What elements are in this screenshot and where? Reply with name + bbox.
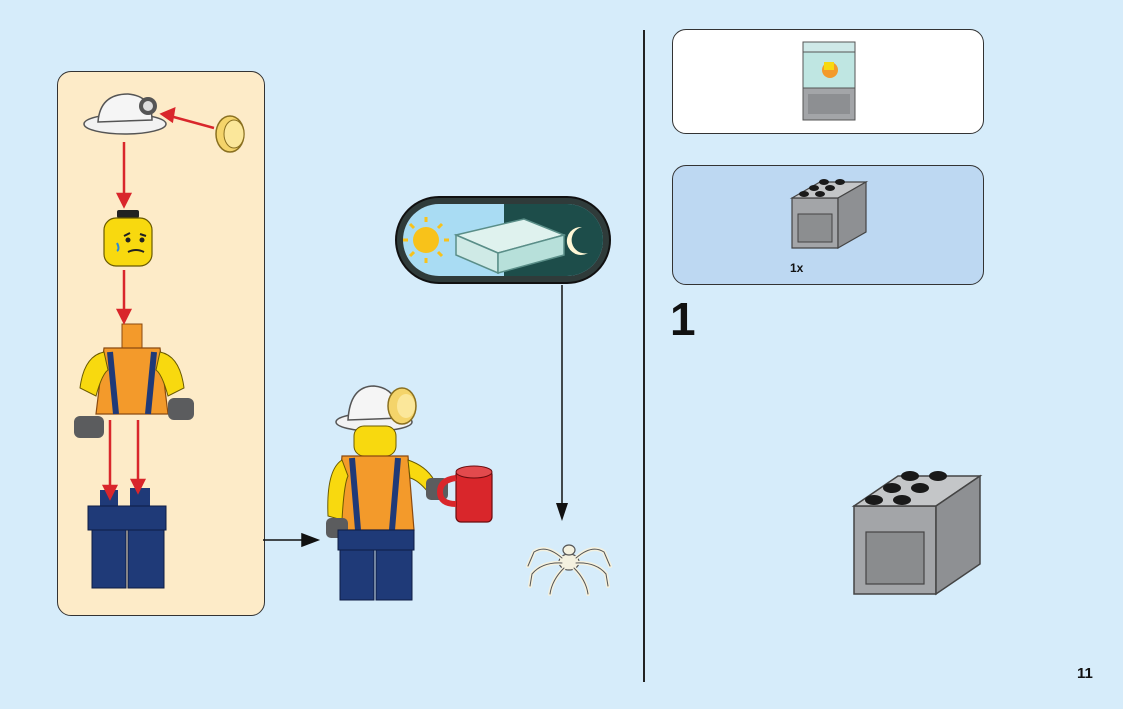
assembled-miner-icon <box>322 380 508 602</box>
page-number: 11 <box>1077 665 1093 682</box>
